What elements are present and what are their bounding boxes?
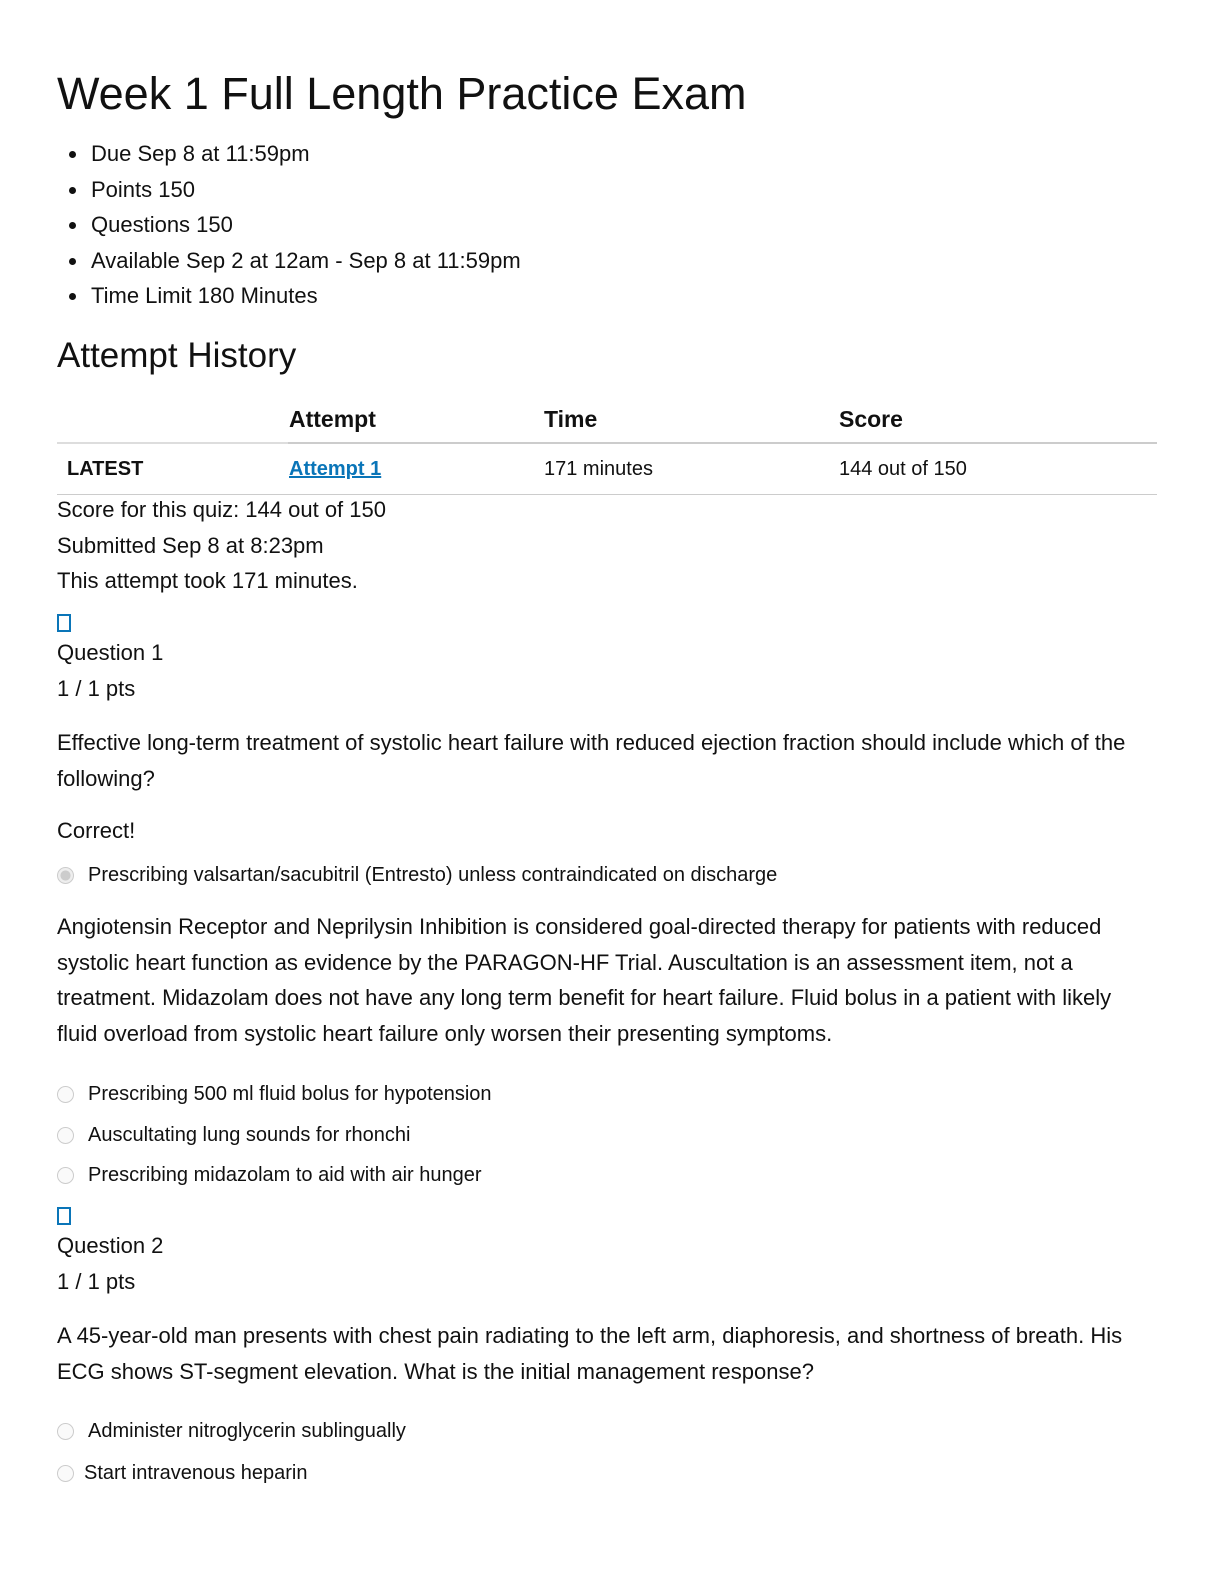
attempt-score: 144 out of 150 — [838, 443, 1157, 495]
table-row: LATEST Attempt 1 171 minutes 144 out of … — [57, 443, 1157, 495]
page-title: Week 1 Full Length Practice Exam — [57, 68, 747, 119]
answer-option-selected[interactable]: Prescribing valsartan/sacubitril (Entres… — [57, 864, 777, 887]
col-attempt: Attempt — [288, 396, 543, 444]
flag-question-icon[interactable] — [57, 1207, 71, 1225]
option-label: Prescribing valsartan/sacubitril (Entres… — [88, 864, 778, 886]
radio-selected-icon[interactable] — [57, 867, 74, 884]
questions-count: Questions 150 — [57, 207, 521, 243]
radio-icon[interactable] — [57, 1086, 74, 1103]
availability: Available Sep 2 at 12am - Sep 8 at 11:59… — [57, 243, 521, 279]
option-label: Administer nitroglycerin sublingually — [88, 1420, 406, 1442]
option-label: Prescribing 500 ml fluid bolus for hypot… — [88, 1083, 492, 1105]
question-2-label: Question 2 — [57, 1233, 164, 1258]
attempt-time: 171 minutes — [543, 443, 838, 495]
question-1-label: Question 1 — [57, 640, 164, 665]
col-score: Score — [838, 396, 1157, 444]
quiz-details: Due Sep 8 at 11:59pm Points 150 Question… — [57, 136, 521, 314]
answer-option[interactable]: Start intravenous heparin — [57, 1462, 307, 1485]
quiz-score: Score for this quiz: 144 out of 150 — [57, 497, 386, 522]
col-blank — [57, 396, 288, 444]
radio-icon[interactable] — [57, 1167, 74, 1184]
answer-explanation: Angiotensin Receptor and Neprilysin Inhi… — [57, 914, 1112, 1046]
latest-label: LATEST — [57, 443, 288, 495]
attempt-duration: This attempt took 171 minutes. — [57, 568, 358, 593]
attempt-link[interactable]: Attempt 1 — [289, 457, 382, 480]
time-limit: Time Limit 180 Minutes — [57, 278, 521, 314]
question-1-text: Effective long-term treatment of systoli… — [57, 730, 1126, 791]
radio-icon[interactable] — [57, 1423, 74, 1440]
answer-option[interactable]: Auscultating lung sounds for rhonchi — [57, 1124, 410, 1147]
answer-option[interactable]: Prescribing 500 ml fluid bolus for hypot… — [57, 1083, 492, 1106]
due-date: Due Sep 8 at 11:59pm — [57, 136, 521, 172]
correct-label: Correct! — [57, 818, 136, 843]
question-2-text: A 45-year-old man presents with chest pa… — [57, 1323, 1123, 1384]
radio-icon[interactable] — [57, 1127, 74, 1144]
attempt-history-heading: Attempt History — [57, 336, 297, 375]
attempt-history-table: Attempt Time Score LATEST Attempt 1 171 … — [57, 396, 1157, 495]
submitted-time: Submitted Sep 8 at 8:23pm — [57, 533, 324, 558]
question-1-points: 1 / 1 pts — [57, 676, 136, 701]
radio-icon[interactable] — [57, 1465, 74, 1482]
option-label: Start intravenous heparin — [84, 1462, 308, 1484]
option-label: Auscultating lung sounds for rhonchi — [88, 1124, 411, 1146]
points: Points 150 — [57, 172, 521, 208]
answer-option[interactable]: Administer nitroglycerin sublingually — [57, 1420, 406, 1443]
option-label: Prescribing midazolam to aid with air hu… — [88, 1164, 482, 1186]
flag-question-icon[interactable] — [57, 614, 71, 632]
answer-option[interactable]: Prescribing midazolam to aid with air hu… — [57, 1164, 482, 1187]
question-2-points: 1 / 1 pts — [57, 1269, 136, 1294]
col-time: Time — [543, 396, 838, 444]
